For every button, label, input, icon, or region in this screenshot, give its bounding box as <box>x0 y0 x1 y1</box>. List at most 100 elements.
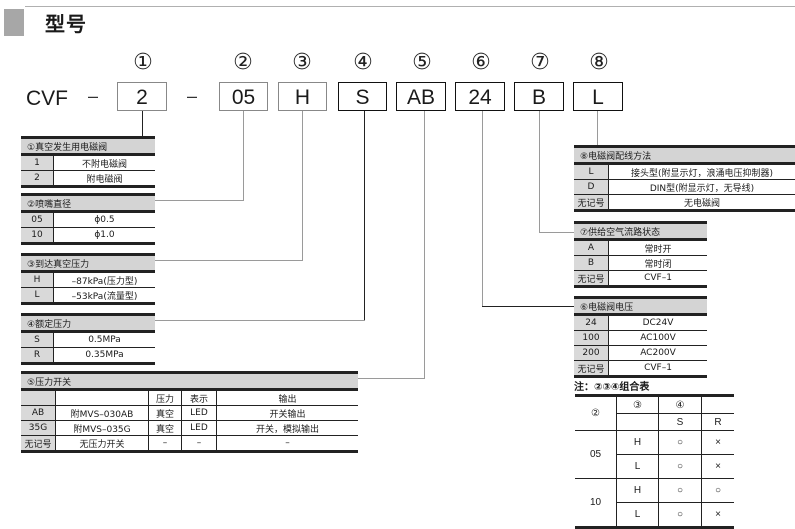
section-title: 型号 <box>45 8 87 37</box>
code-box-6: 24 <box>455 82 505 111</box>
model-prefix: CVF <box>26 87 68 111</box>
option-code: 10 <box>21 228 54 244</box>
option-desc: 0.5MPa <box>54 332 156 348</box>
option-desc: 附MVS–030AB <box>56 406 149 421</box>
connector-6 <box>482 306 575 307</box>
option-desc: DC24V <box>609 315 708 331</box>
r-cell: × <box>702 455 735 479</box>
table-vacuum-pressure: ③到达真空压力 H–87kPa(压力型) L–53kPa(流量型) <box>21 253 155 305</box>
code-box-7: B <box>514 82 564 111</box>
option-desc: 附电磁阀 <box>54 171 156 187</box>
code-number-6: ⑥ <box>456 50 506 75</box>
table-title: ①真空发生用电磁阀 <box>21 138 155 155</box>
option-output: 开关输出 <box>217 406 359 421</box>
option-code: D <box>574 180 609 195</box>
code-box-8: L <box>573 82 623 111</box>
table-title: ⑤压力开关 <box>21 373 358 390</box>
option-desc: AC200V <box>609 346 708 361</box>
code-box-2: 05 <box>219 82 268 111</box>
option-pressure: 真空 <box>149 421 182 436</box>
vacuum-cell: L <box>617 503 659 528</box>
connector-4 <box>155 320 365 321</box>
diameter-cell: 05 <box>575 431 617 479</box>
column-header <box>21 390 56 406</box>
code-box-3: H <box>278 82 327 111</box>
option-desc: –53kPa(流量型) <box>54 288 156 304</box>
header-blank <box>702 396 735 414</box>
connector-8 <box>597 111 598 145</box>
option-display: LED <box>182 421 217 436</box>
option-code: 无记号 <box>21 436 56 452</box>
option-code: 无记号 <box>574 195 609 211</box>
header-blank <box>617 414 659 431</box>
option-display: – <box>182 436 217 452</box>
option-desc: 0.35MPa <box>54 348 156 364</box>
option-desc: 附MVS–035G <box>56 421 149 436</box>
code-box-1: 2 <box>117 82 167 111</box>
table-title: ⑧电磁阀配线方法 <box>574 147 795 164</box>
table-title: ②喷嘴直径 <box>21 195 155 212</box>
separator-dash: – <box>187 86 197 107</box>
option-desc: ϕ0.5 <box>54 212 156 228</box>
option-code: 无记号 <box>574 271 609 287</box>
option-code: AB <box>21 406 56 421</box>
r-cell: × <box>702 503 735 528</box>
option-output: 开关，模拟输出 <box>217 421 359 436</box>
s-cell: ○ <box>659 455 702 479</box>
connector-5 <box>358 378 425 379</box>
table-title: ⑥电磁阀电压 <box>574 298 707 315</box>
vacuum-cell: L <box>617 455 659 479</box>
section-marker <box>4 9 24 36</box>
option-code: H <box>21 272 54 288</box>
code-number-3: ③ <box>277 50 327 75</box>
header-r: R <box>702 414 735 431</box>
option-desc: –87kPa(压力型) <box>54 272 156 288</box>
option-code: 200 <box>574 346 609 361</box>
column-header: 表示 <box>182 390 217 406</box>
option-code: 35G <box>21 421 56 436</box>
option-desc: 无电磁阀 <box>609 195 795 211</box>
code-number-5: ⑤ <box>397 50 447 75</box>
code-number-8: ⑧ <box>574 50 624 75</box>
header-rated: ④ <box>659 396 702 414</box>
s-cell: ○ <box>659 431 702 455</box>
code-number-2: ② <box>218 50 268 75</box>
connector-2 <box>155 200 244 201</box>
option-pressure: – <box>149 436 182 452</box>
table-pressure-switch: ⑤压力开关 压力 表示 输出 AB 附MVS–030AB 真空 LED 开关输出… <box>21 371 358 453</box>
option-code: S <box>21 332 54 348</box>
option-desc: CVF–1 <box>609 271 708 287</box>
option-code: B <box>574 256 609 271</box>
option-display: LED <box>182 406 217 421</box>
column-header <box>56 390 149 406</box>
connector-7 <box>539 111 540 233</box>
code-box-5: AB <box>396 82 446 111</box>
option-code: A <box>574 240 609 256</box>
code-number-7: ⑦ <box>515 50 565 75</box>
column-header: 压力 <box>149 390 182 406</box>
table-title: ④额定压力 <box>21 315 155 332</box>
option-code: 1 <box>21 155 54 171</box>
vacuum-cell: H <box>617 431 659 455</box>
option-desc: 无压力开关 <box>56 436 149 452</box>
option-code: L <box>21 288 54 304</box>
separator-dash: – <box>88 86 98 107</box>
header-diameter: ② <box>575 396 617 431</box>
header-vacuum: ③ <box>617 396 659 414</box>
option-desc: 常时开 <box>609 240 708 256</box>
connector-5 <box>424 111 425 379</box>
r-cell: × <box>702 431 735 455</box>
option-code: R <box>21 348 54 364</box>
header-s: S <box>659 414 702 431</box>
connector-3 <box>302 111 303 261</box>
column-header: 输出 <box>217 390 359 406</box>
connector-6 <box>482 111 483 307</box>
option-code: 无记号 <box>574 361 609 377</box>
code-box-4: S <box>338 82 387 111</box>
connector-3 <box>155 260 303 261</box>
